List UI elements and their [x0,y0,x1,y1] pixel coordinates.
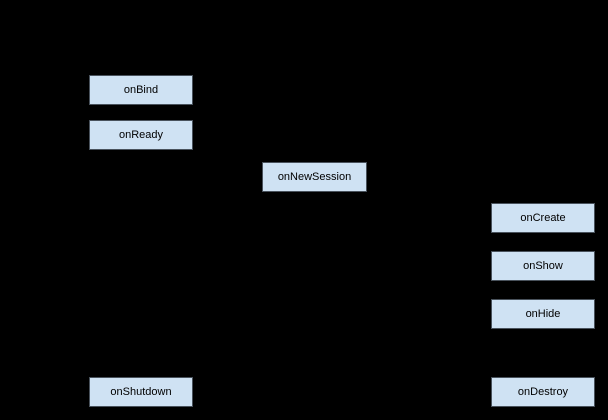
lifecycle-node-label: onCreate [520,211,566,224]
lifecycle-node-onHide: onHide [491,299,595,329]
lifecycle-node-label: onShutdown [110,385,172,398]
lifecycle-node-onBind: onBind [89,75,193,105]
lifecycle-node-onReady: onReady [89,120,193,150]
lifecycle-node-label: onDestroy [517,385,569,398]
lifecycle-node-label: onNewSession [277,170,352,183]
lifecycle-node-label: onShow [523,259,563,272]
lifecycle-node-onDestroy: onDestroy [491,377,595,407]
lifecycle-node-onShow: onShow [491,251,595,281]
lifecycle-node-onShutdown: onShutdown [89,377,193,407]
lifecycle-node-label: onHide [525,307,561,320]
lifecycle-node-label: onBind [123,83,159,96]
lifecycle-node-onCreate: onCreate [491,203,595,233]
lifecycle-node-label: onReady [118,128,164,141]
lifecycle-node-onNewSession: onNewSession [262,162,367,192]
